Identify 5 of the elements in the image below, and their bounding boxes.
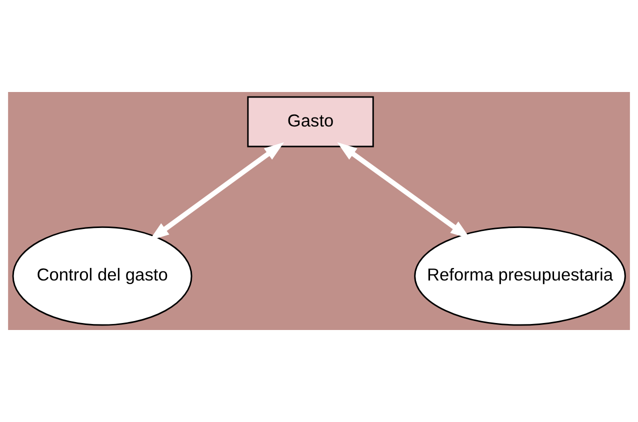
arrow xyxy=(337,142,470,239)
node-box: Gasto xyxy=(247,96,374,148)
node-ellipse: Control del gasto xyxy=(12,226,192,326)
node-ellipse: Reforma presupuestaria xyxy=(414,226,626,326)
arrow xyxy=(149,142,284,241)
